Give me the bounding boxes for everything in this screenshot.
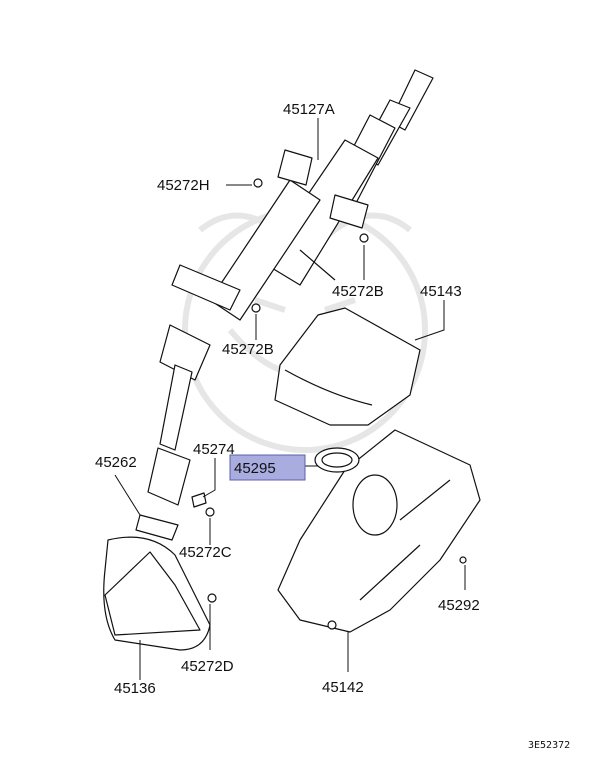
part-labels: 45127A 45272H 45272B 45143 45272B 45274 … bbox=[95, 101, 480, 697]
label-45127A[interactable]: 45127A bbox=[283, 101, 335, 118]
fasteners bbox=[191, 178, 467, 630]
upper-column-cover bbox=[274, 307, 421, 426]
label-45274[interactable]: 45274 bbox=[193, 441, 235, 458]
label-45272D[interactable]: 45272D bbox=[181, 658, 234, 675]
label-45295[interactable]: 45295 bbox=[234, 460, 276, 477]
label-45262[interactable]: 45262 bbox=[95, 454, 137, 471]
dust-cover-boot bbox=[103, 536, 211, 651]
figure-reference-code: 3E52372 bbox=[528, 740, 570, 751]
lower-column-cover bbox=[277, 429, 481, 633]
label-45272B-mid[interactable]: 45272B bbox=[222, 341, 274, 358]
label-45272H[interactable]: 45272H bbox=[157, 177, 210, 194]
ring-part bbox=[314, 447, 360, 473]
label-45292[interactable]: 45292 bbox=[438, 597, 480, 614]
label-45136[interactable]: 45136 bbox=[114, 680, 156, 697]
label-45272B-top[interactable]: 45272B bbox=[332, 283, 384, 300]
label-45272C[interactable]: 45272C bbox=[179, 544, 232, 561]
highlight-box bbox=[229, 454, 306, 481]
intermediate-shaft bbox=[135, 324, 211, 541]
label-45142[interactable]: 45142 bbox=[322, 679, 364, 696]
label-45143[interactable]: 45143 bbox=[420, 283, 462, 300]
steering-column-shaft bbox=[171, 69, 434, 321]
